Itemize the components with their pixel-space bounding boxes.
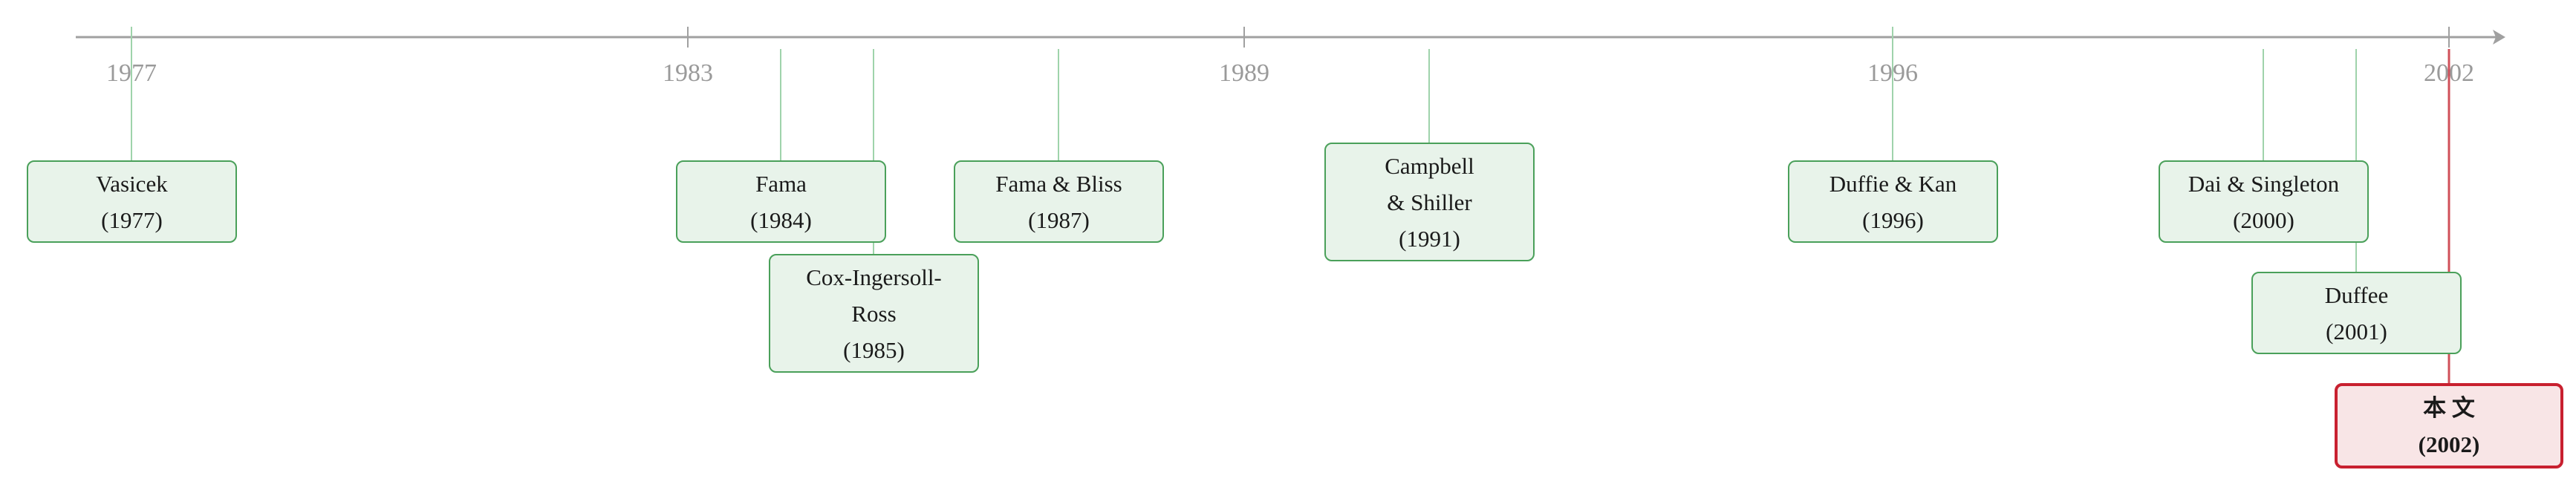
event-box-duffee: Duffee (2001) xyxy=(2251,272,2462,354)
event-author: Fama xyxy=(755,170,807,197)
event-author: Cox-Ingersoll- xyxy=(806,264,942,290)
axis-tick-label-1989: 1989 xyxy=(1219,59,1269,87)
event-box-dai-singleton: Dai & Singleton (2000) xyxy=(2159,160,2369,243)
event-author: Fama & Bliss xyxy=(995,170,1122,197)
event-year: (1991) xyxy=(1399,225,1460,252)
event-author: Duffee xyxy=(2324,281,2389,308)
event-box-fama-bliss: Fama & Bliss (1987) xyxy=(954,160,1164,243)
event-box-campbell-shiller: Campbell & Shiller (1991) xyxy=(1324,143,1535,261)
timeline-axis-arrowhead xyxy=(2493,30,2505,45)
event-box-vasicek: Vasicek (1977) xyxy=(27,160,237,243)
event-year: (1985) xyxy=(843,336,905,363)
event-year: (1977) xyxy=(101,206,163,233)
event-author: Dai & Singleton xyxy=(2188,170,2340,197)
event-year: (1984) xyxy=(750,206,812,233)
axis-tick-label-1996: 1996 xyxy=(1867,59,1918,87)
event-year: (2002) xyxy=(2418,431,2480,457)
event-author: & Shiller xyxy=(1387,189,1472,215)
axis-tick-label-1977: 1977 xyxy=(106,59,157,87)
event-author: Ross xyxy=(851,300,897,327)
axis-tick-label-2002: 2002 xyxy=(2424,59,2474,87)
axis-tick-label-1983: 1983 xyxy=(663,59,713,87)
event-year: (1987) xyxy=(1028,206,1090,233)
event-author: Campbell xyxy=(1385,152,1474,179)
event-box-cox-ingersoll-ross: Cox-Ingersoll- Ross (1985) xyxy=(769,254,979,373)
event-author: 本 文 xyxy=(2423,394,2475,421)
event-box-fama: Fama (1984) xyxy=(676,160,886,243)
event-box-this-paper: 本 文 (2002) xyxy=(2335,383,2563,468)
event-author: Duffie & Kan xyxy=(1829,170,1957,197)
event-year: (1996) xyxy=(1862,206,1924,233)
event-year: (2000) xyxy=(2233,206,2294,233)
event-author: Vasicek xyxy=(96,170,168,197)
event-box-duffie-kan: Duffie & Kan (1996) xyxy=(1788,160,1998,243)
event-year: (2001) xyxy=(2326,318,2387,345)
